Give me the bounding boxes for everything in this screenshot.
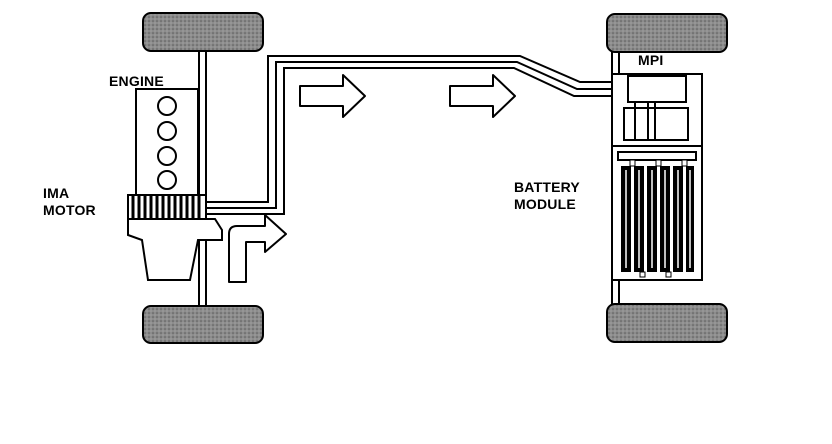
rear-right-tire bbox=[606, 303, 728, 343]
ima-motor-label-line1: IMA bbox=[43, 185, 70, 201]
cylinder bbox=[157, 170, 177, 190]
battery-cells bbox=[617, 151, 697, 278]
battery-module-label-line2: MODULE bbox=[514, 196, 576, 212]
ima-motor-label-line2: MOTOR bbox=[43, 202, 96, 218]
cylinder bbox=[157, 96, 177, 116]
ima-motor bbox=[127, 194, 207, 220]
power-cable bbox=[206, 55, 628, 215]
flow-arrow-1 bbox=[299, 74, 366, 118]
right-axle bbox=[611, 52, 620, 304]
flow-arrow-2 bbox=[449, 74, 516, 118]
front-right-tire bbox=[606, 13, 728, 53]
mpi-label: MPI bbox=[638, 52, 664, 68]
transmission bbox=[127, 218, 223, 281]
cylinder bbox=[157, 146, 177, 166]
rear-left-tire bbox=[142, 305, 264, 344]
engine-block bbox=[135, 88, 199, 196]
battery-module-label-line1: BATTERY bbox=[514, 179, 580, 195]
front-left-tire bbox=[142, 12, 264, 52]
cylinder bbox=[157, 121, 177, 141]
flow-arrow-bent bbox=[228, 214, 287, 283]
engine-label: ENGINE bbox=[109, 73, 164, 89]
left-axle bbox=[198, 51, 207, 306]
mpi-module bbox=[612, 75, 702, 147]
